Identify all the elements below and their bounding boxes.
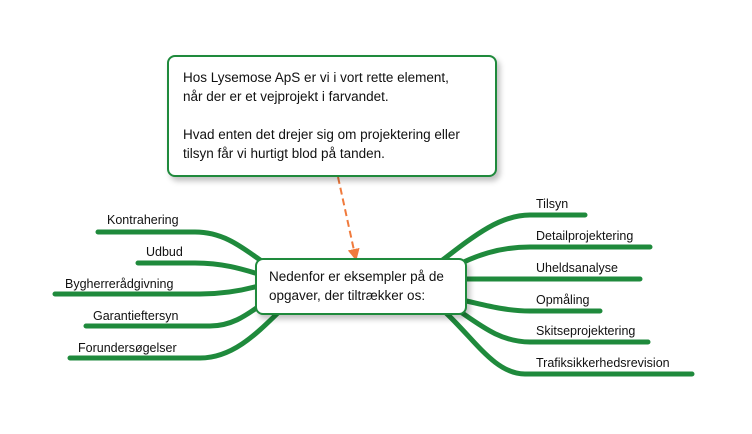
intro-line-1: Hos Lysemose ApS er vi i vort rette elem… bbox=[183, 70, 449, 85]
branch-line-trafiksikkerhedsrevision bbox=[442, 309, 695, 377]
branch-label-opmaaling: Opmåling bbox=[536, 293, 590, 307]
intro-line-4: tilsyn får vi hurtigt blod på tanden. bbox=[183, 146, 385, 161]
connector-arrow bbox=[337, 176, 360, 261]
branch-label-skitseprojektering: Skitseprojektering bbox=[536, 324, 636, 338]
branch-line-skitseprojektering bbox=[452, 305, 651, 345]
central-topic-box: Nedenfor er eksempler på de opgaver, der… bbox=[255, 258, 467, 315]
branch-line-opmaaling bbox=[459, 297, 603, 314]
branch-label-uheldsanalyse: Uheldsanalyse bbox=[536, 261, 618, 275]
intro-text-box: Hos Lysemose ApS er vi i vort rette elem… bbox=[167, 55, 497, 177]
branch-label-garantieftersyn: Garantieftersyn bbox=[93, 309, 179, 323]
branch-label-bygherraadgivning: Bygherrerådgivning bbox=[65, 277, 174, 291]
branch-label-detailprojektering: Detailprojektering bbox=[536, 229, 634, 243]
branch-label-tilsyn: Tilsyn bbox=[536, 197, 569, 211]
intro-line-3: Hvad enten det drejer sig om projekterin… bbox=[183, 127, 460, 142]
branch-label-kontrahering: Kontrahering bbox=[107, 213, 179, 227]
branch-line-tilsyn bbox=[437, 212, 588, 265]
intro-line-2: når der er et vejprojekt i farvandet. bbox=[183, 89, 389, 104]
central-topic-line-1: Nedenfor er eksempler på de bbox=[269, 269, 444, 284]
branch-line-udbud bbox=[135, 260, 268, 279]
branch-label-forundersoegelser: Forundersøgelser bbox=[78, 341, 177, 355]
branch-label-trafiksikkerhedsrevision: Trafiksikkerhedsrevision bbox=[536, 356, 670, 370]
central-topic-line-2: opgaver, der tiltrækker os: bbox=[269, 288, 426, 303]
branch-label-udbud: Udbud bbox=[146, 245, 183, 259]
intro-paragraph-2: Hvad enten det drejer sig om projekterin… bbox=[183, 125, 481, 163]
intro-paragraph-1: Hos Lysemose ApS er vi i vort rette elem… bbox=[183, 68, 481, 106]
